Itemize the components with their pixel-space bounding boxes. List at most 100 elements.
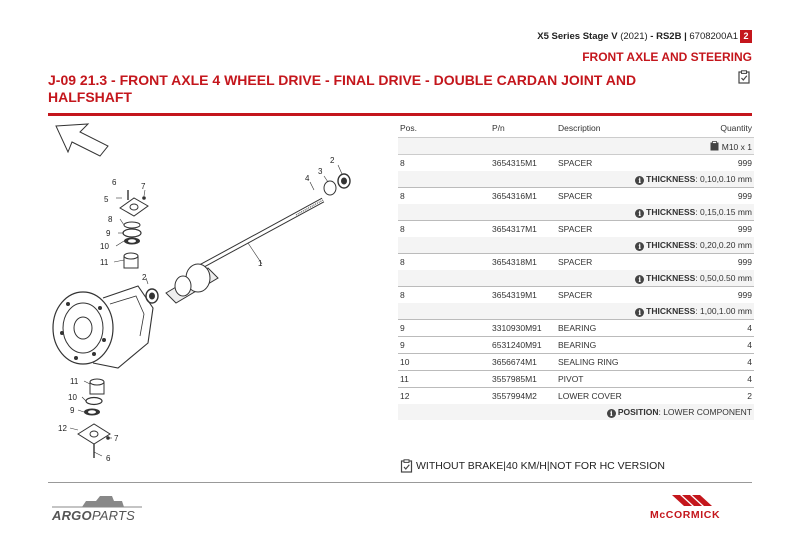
note-value: : 0,15,0.15 mm <box>695 206 752 217</box>
cell-description: PIVOT <box>556 370 664 388</box>
cell-quantity: 999 <box>664 220 754 237</box>
cell-description: SEALING RING <box>556 353 664 371</box>
footnote: WITHOUT BRAKE|40 KM/H|NOT FOR HC VERSION <box>400 459 665 473</box>
info-icon: i <box>635 307 645 317</box>
callout-label[interactable]: 11 <box>70 377 79 386</box>
cell-quantity: 4 <box>664 319 754 337</box>
col-header-pos: Pos. <box>398 120 490 138</box>
cell-pos: 9 <box>398 319 490 337</box>
callout-label[interactable]: 4 <box>305 174 310 183</box>
callout-label[interactable]: 3 <box>318 167 323 176</box>
cell-pos: 8 <box>398 286 490 303</box>
cell-part-number: 3654317M1 <box>490 220 556 237</box>
note-value: : 1,00,1.00 mm <box>695 305 752 316</box>
callout-label[interactable]: 7 <box>114 434 119 443</box>
cell-description: LOWER COVER <box>556 387 664 404</box>
cell-part-number: 3654316M1 <box>490 187 556 204</box>
note-key: THICKNESS <box>646 272 696 283</box>
cell-quantity: 2 <box>664 387 754 404</box>
callout-label[interactable]: 5 <box>104 195 109 204</box>
direction-arrow-icon <box>55 123 109 157</box>
info-icon: i <box>635 208 645 218</box>
cell-quantity: 999 <box>664 187 754 204</box>
mccormick-logo: McCORMICK <box>650 509 721 521</box>
mccormick-mark-icon <box>654 493 724 514</box>
exploded-diagram[interactable]: 1 2 3 4 5 6 7 8 9 10 11 2 11 10 9 12 7 6 <box>48 118 388 473</box>
page-number-badge: 2 <box>740 30 752 43</box>
clipboard-icon[interactable] <box>738 70 750 89</box>
series-model: - RS2B | <box>650 31 687 42</box>
callout-label[interactable]: 7 <box>141 182 146 191</box>
note-key: THICKNESS <box>646 305 696 316</box>
footnote-text: WITHOUT BRAKE|40 KM/H|NOT FOR HC VERSION <box>416 460 665 472</box>
cell-pos: 8 <box>398 220 490 237</box>
cell-description: SPACER <box>556 286 664 303</box>
argo-logo-part-a: ARGO <box>52 508 92 523</box>
callout-label[interactable]: 10 <box>100 242 109 251</box>
cell-description: SPACER <box>556 187 664 204</box>
cell-quantity: 999 <box>664 154 754 171</box>
note-key: POSITION <box>617 406 659 417</box>
table-header-row: Pos. P/n Description Quantity <box>398 120 754 138</box>
cell-part-number: 6531240M91 <box>490 336 556 354</box>
info-icon: i <box>606 408 616 418</box>
callout-label[interactable]: 12 <box>58 424 67 433</box>
callout-label[interactable]: 1 <box>258 259 263 268</box>
unit-value: M10 x 1 <box>721 141 752 152</box>
cell-quantity: 4 <box>664 336 754 354</box>
cell-quantity: 999 <box>664 253 754 270</box>
note-key: THICKNESS <box>646 173 696 184</box>
cell-part-number: 3654318M1 <box>490 253 556 270</box>
callout-label[interactable]: 11 <box>100 258 109 267</box>
callout-label[interactable]: 8 <box>108 215 113 224</box>
cell-pos: 8 <box>398 187 490 204</box>
argo-tractor-logo-icon <box>52 494 142 513</box>
callout-label[interactable]: 10 <box>68 393 77 402</box>
callout-label[interactable]: 9 <box>106 229 111 238</box>
cell-part-number: 3656674M1 <box>490 353 556 371</box>
series-year: (2021) <box>620 31 648 42</box>
upper-pivot-stack <box>119 190 149 269</box>
cell-part-number: 3557994M2 <box>490 387 556 404</box>
cell-quantity: 4 <box>664 353 754 371</box>
cell-pos: 9 <box>398 336 490 354</box>
note-value: : 0,50,0.50 mm <box>695 272 752 283</box>
callout-label[interactable]: 6 <box>112 178 117 187</box>
cell-quantity: 999 <box>664 286 754 303</box>
halfshaft-drawing <box>165 197 325 304</box>
cell-part-number: 3557985M1 <box>490 370 556 388</box>
axle-housing-drawing <box>52 285 154 369</box>
callout-label[interactable]: 9 <box>70 406 75 415</box>
cell-part-number: 3654315M1 <box>490 154 556 171</box>
note-key: THICKNESS <box>646 239 696 250</box>
unit-row: M10 x 1 <box>398 137 754 155</box>
header-series: X5 Series Stage V (2021) - RS2B | 670820… <box>537 31 738 42</box>
callout-label[interactable]: 2 <box>142 273 147 282</box>
info-icon: i <box>635 175 645 185</box>
bearing-set-upper-right <box>323 173 351 196</box>
col-header-description: Description <box>556 120 664 138</box>
footer-divider <box>48 482 752 483</box>
callout-label[interactable]: 2 <box>330 156 335 165</box>
callout-label[interactable]: 6 <box>106 454 111 463</box>
page-title: J-09 21.3 - FRONT AXLE 4 WHEEL DRIVE - F… <box>48 72 637 105</box>
title-divider <box>48 113 752 116</box>
note-key: THICKNESS <box>646 206 696 217</box>
lower-pivot-stack <box>77 378 111 458</box>
